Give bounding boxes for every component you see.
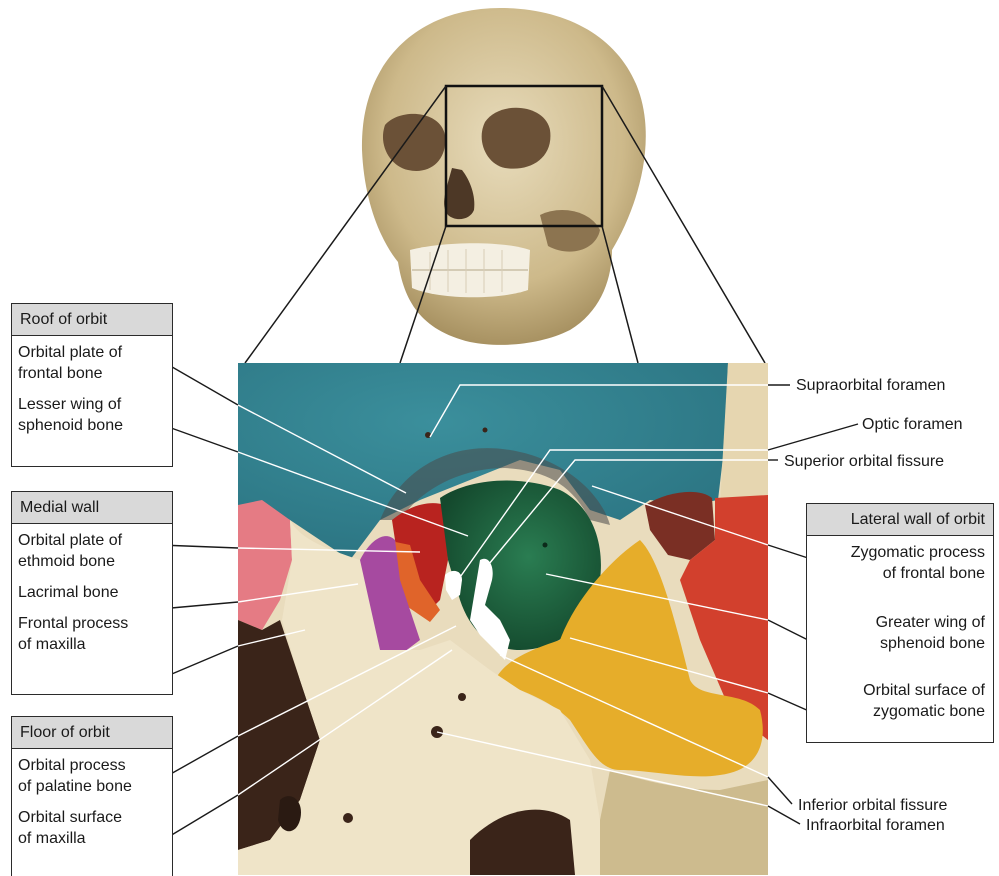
medial-wall-box: Medial wall Orbital plate of ethmoid bon…: [11, 491, 173, 695]
label-zygomatic-process-frontal: Zygomatic process of frontal bone: [813, 542, 985, 584]
label-infraorbital-foramen: Infraorbital foramen: [806, 815, 945, 836]
roof-of-orbit-box: Roof of orbit Orbital plate of frontal b…: [11, 303, 173, 467]
lateral-wall-box: Lateral wall of orbit Zygomatic process …: [806, 503, 994, 743]
skull-illustration: [362, 8, 646, 345]
label-frontal-process-maxilla: Frontal process of maxilla: [18, 613, 166, 655]
roof-of-orbit-heading: Roof of orbit: [12, 304, 172, 336]
label-orbital-process-palatine: Orbital process of palatine bone: [18, 755, 166, 797]
floor-of-orbit-heading: Floor of orbit: [12, 717, 172, 749]
label-orbital-surface-maxilla: Orbital surface of maxilla: [18, 807, 166, 849]
label-inferior-orbital-fissure: Inferior orbital fissure: [798, 795, 947, 816]
floor-of-orbit-box: Floor of orbit Orbital process of palati…: [11, 716, 173, 876]
label-lesser-wing-sphenoid: Lesser wing of sphenoid bone: [18, 394, 166, 436]
label-greater-wing-sphenoid: Greater wing of sphenoid bone: [813, 612, 985, 654]
lateral-wall-heading: Lateral wall of orbit: [807, 504, 993, 536]
medial-wall-heading: Medial wall: [12, 492, 172, 524]
label-supraorbital-foramen: Supraorbital foramen: [796, 375, 945, 396]
label-orbital-surface-zygomatic: Orbital surface of zygomatic bone: [813, 680, 985, 722]
orbit-closeup: [238, 363, 768, 875]
label-superior-orbital-fissure: Superior orbital fissure: [784, 451, 944, 472]
label-lacrimal-bone: Lacrimal bone: [18, 582, 166, 603]
label-orbital-plate-frontal: Orbital plate of frontal bone: [18, 342, 166, 384]
label-optic-foramen: Optic foramen: [862, 414, 962, 435]
label-orbital-plate-ethmoid: Orbital plate of ethmoid bone: [18, 530, 166, 572]
